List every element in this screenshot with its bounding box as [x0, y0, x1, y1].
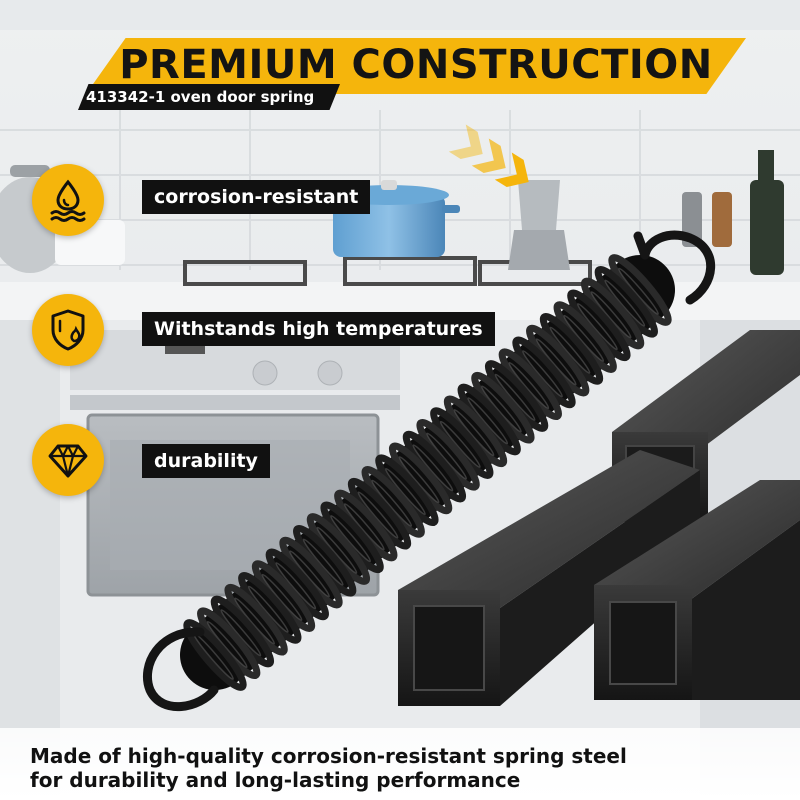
banner-subtitle: 413342-1 oven door spring	[78, 84, 340, 110]
direction-arrows-icon	[448, 124, 529, 188]
spring-coil-highlight	[549, 326, 591, 374]
spring-coil-highlight	[316, 526, 358, 574]
spring-coil-highlight	[206, 620, 248, 669]
spring-coil-highlight	[234, 597, 276, 645]
oven-door-spring	[180, 254, 675, 691]
spring-coil-highlight	[467, 397, 509, 445]
feature-label-durability: durability	[142, 444, 270, 478]
spring-coil-highlight	[480, 385, 522, 433]
spring-coil-highlight	[398, 456, 440, 504]
spring-coil-highlight	[289, 550, 330, 598]
spring-coil-highlight	[330, 515, 372, 563]
heat-shield-icon	[32, 294, 104, 366]
spring-coil-highlight	[604, 279, 646, 327]
spring-coil-highlight	[357, 491, 399, 539]
spring-top-hook-end	[633, 231, 650, 260]
spring-coil-highlight	[522, 350, 563, 398]
caption-background	[0, 728, 800, 800]
spring-coil-highlight	[576, 303, 618, 351]
spring-bottom-hook	[142, 627, 219, 711]
spring-coil-highlight	[453, 409, 495, 457]
spring-coil-highlight	[371, 479, 413, 527]
spring-coil-highlight	[302, 538, 344, 586]
feature-label-corrosion: corrosion-resistant	[142, 180, 371, 214]
spring-coil-highlight	[343, 503, 385, 551]
spring-coil-highlight	[494, 373, 536, 421]
water-drop-icon	[32, 164, 104, 236]
spring-coil-highlight	[590, 291, 632, 339]
spring-coil-highlight	[275, 562, 317, 610]
diamond-icon	[32, 424, 104, 496]
spring-coil-highlight	[384, 467, 426, 516]
spring-coil	[183, 619, 247, 691]
spring-coil-highlight	[247, 585, 289, 633]
spring-coil-highlight	[508, 361, 550, 410]
spring-top-hook	[640, 230, 716, 305]
spring-coil-highlight	[220, 609, 262, 657]
spring-coil-highlight	[426, 432, 468, 480]
banner-title: PREMIUM CONSTRUCTION	[119, 42, 713, 88]
spring-coil-highlight	[439, 420, 481, 468]
spring-coil-highlight	[563, 314, 605, 362]
spring-coil-highlight	[618, 267, 659, 315]
moka-pot	[508, 180, 570, 270]
caption-line-1: Made of high-quality corrosion-resistant…	[30, 744, 627, 768]
caption-line-2: for durability and long-lasting performa…	[30, 768, 521, 792]
spring-coil-highlight	[535, 338, 577, 386]
title-banner: PREMIUM CONSTRUCTION	[86, 38, 746, 94]
feature-label-heat: Withstands high temperatures	[142, 312, 495, 346]
spring-coil-highlight	[412, 444, 454, 492]
spring-coil-highlight	[261, 573, 303, 621]
steel-tubes	[398, 330, 800, 706]
